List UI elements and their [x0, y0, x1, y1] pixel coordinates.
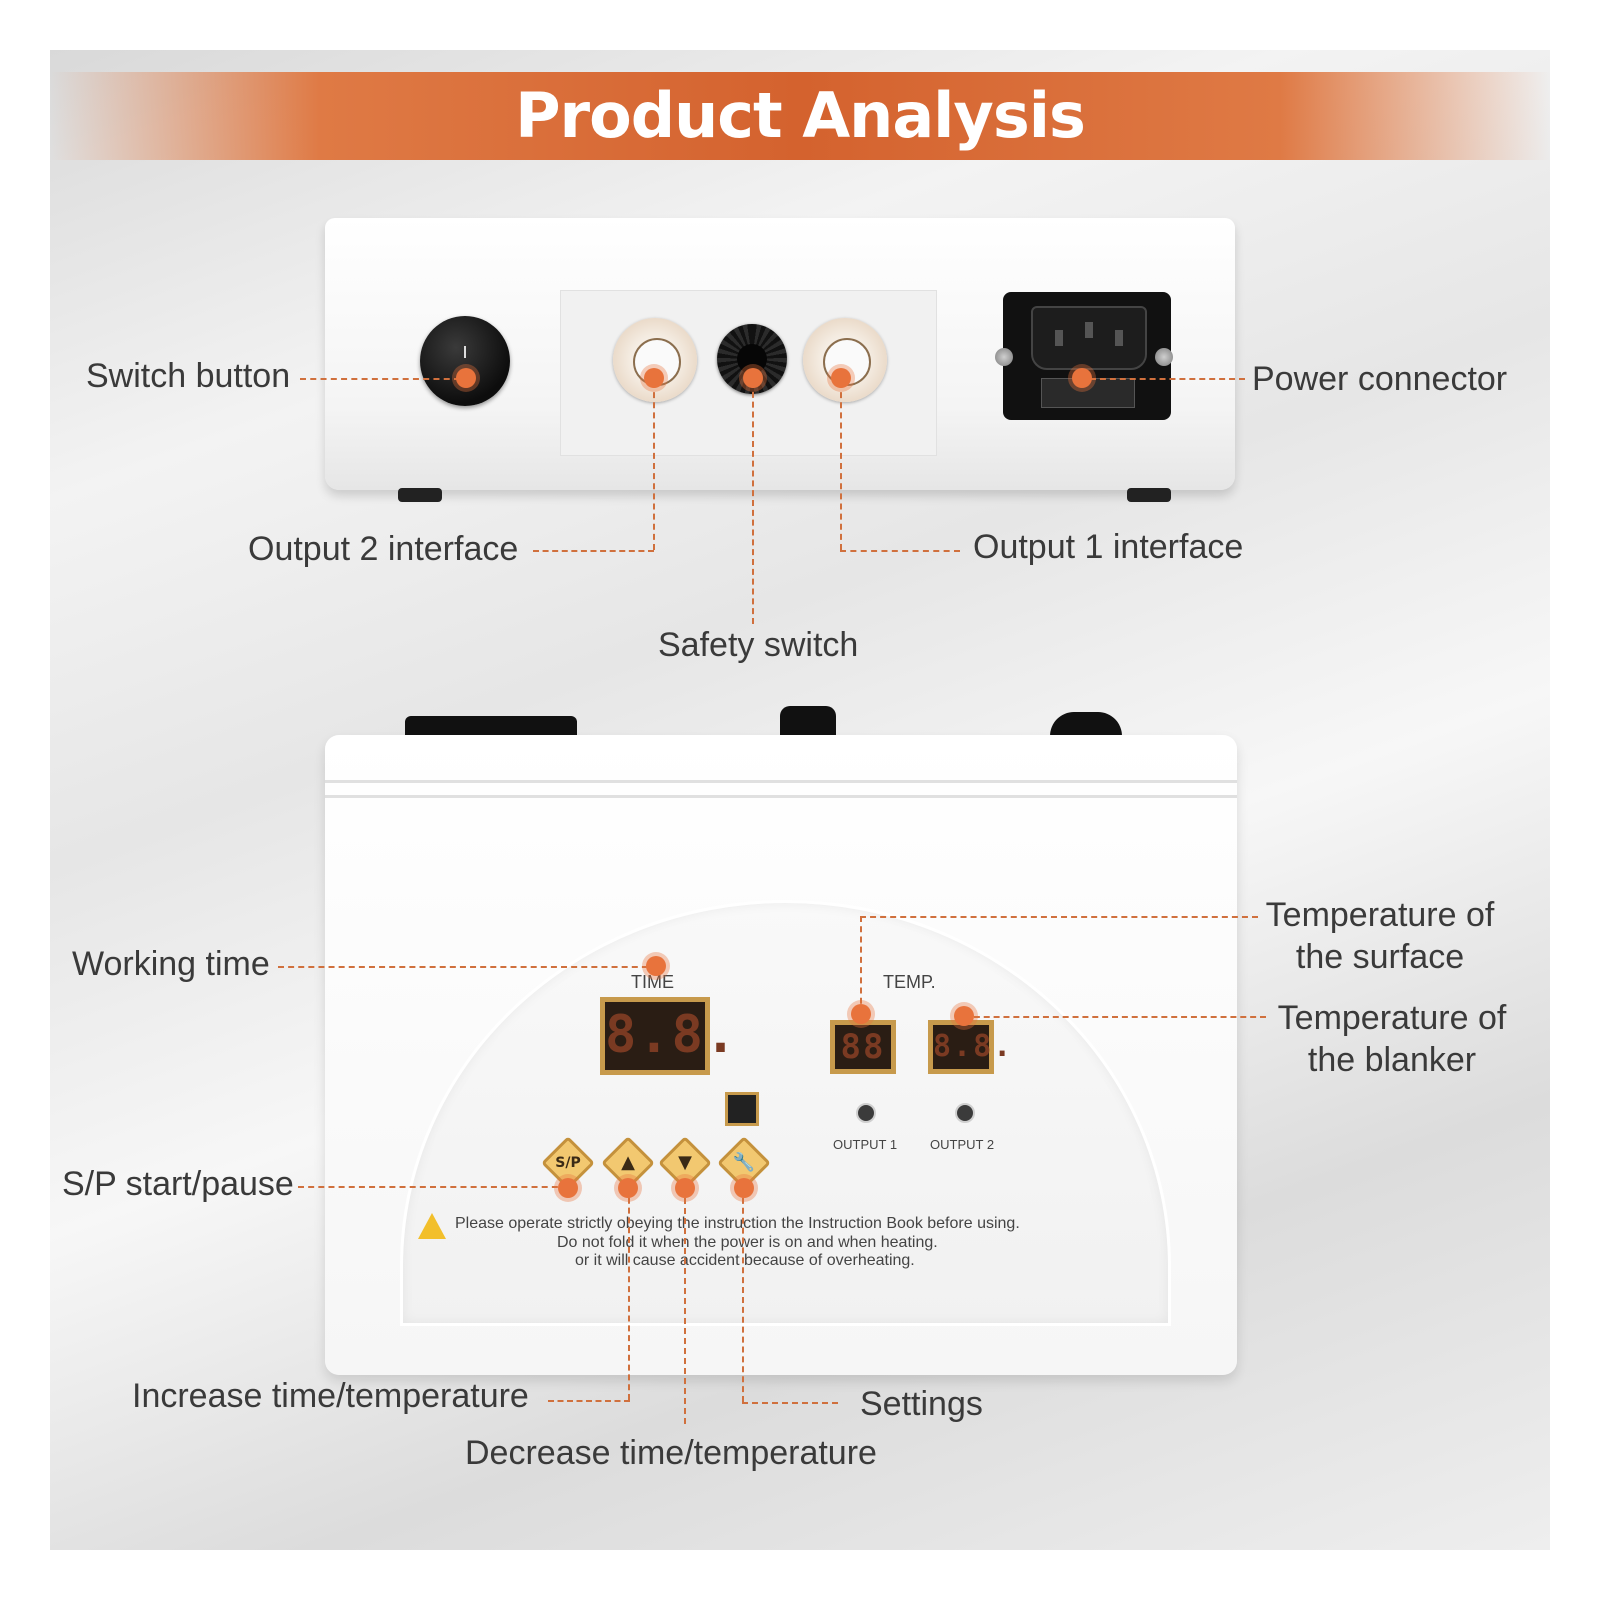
marker-switch — [456, 368, 476, 388]
increase-button[interactable]: ▲ — [601, 1136, 655, 1190]
label-working-time: Working time — [72, 945, 270, 983]
marker-decrease — [675, 1178, 695, 1198]
leader-output1-v — [840, 382, 842, 550]
leader-blanker — [964, 1016, 1266, 1018]
rear-foot-right — [1127, 488, 1171, 502]
warning-line-1: Please operate strictly obeying the inst… — [455, 1215, 1020, 1232]
marker-surface — [851, 1004, 871, 1024]
marker-output1 — [831, 368, 851, 388]
warning-icon — [418, 1213, 446, 1239]
settings-button[interactable]: 🔧 — [717, 1136, 771, 1190]
leader-safety — [752, 382, 754, 624]
wrench-icon: 🔧 — [732, 1152, 756, 1173]
marker-working-time — [646, 956, 666, 976]
page-title: Product Analysis — [515, 79, 1086, 152]
top-rocker — [1050, 712, 1122, 736]
label-output1-interface: Output 1 interface — [973, 528, 1244, 566]
power-indicator-button[interactable] — [725, 1092, 759, 1126]
output2-socket[interactable] — [613, 318, 697, 402]
label-sp-start-pause: S/P start/pause — [62, 1165, 294, 1203]
decrease-button[interactable]: ▼ — [658, 1136, 712, 1190]
top-power-inlet — [405, 716, 577, 738]
leader-output1-h — [840, 550, 960, 552]
marker-blanker — [954, 1006, 974, 1026]
warning-line-3: or it will cause accident because of ove… — [575, 1252, 915, 1269]
leader-surface-v — [860, 916, 862, 1014]
rear-foot-left — [398, 488, 442, 502]
marker-sp — [558, 1178, 578, 1198]
label-increase: Increase time/temperature — [132, 1377, 529, 1415]
marker-power — [1072, 368, 1092, 388]
output2-led — [955, 1103, 975, 1123]
top-safety-knob — [780, 706, 836, 736]
leader-sp — [298, 1186, 568, 1188]
leader-output2-h — [533, 550, 654, 552]
label-output2-interface: Output 2 interface — [248, 530, 519, 568]
output2-label: OUTPUT 2 — [930, 1137, 995, 1152]
leader-switch — [300, 378, 460, 380]
power-inlet-receptacle — [1031, 306, 1147, 370]
output1-led — [856, 1103, 876, 1123]
down-arrow-icon: ▼ — [678, 1152, 692, 1173]
warning-line-2: Do not fold it when the power is on and … — [557, 1234, 938, 1251]
leader-increase-h — [548, 1400, 630, 1402]
leader-settings-v — [742, 1188, 744, 1402]
label-switch-button: Switch button — [86, 357, 291, 395]
leader-power — [1090, 378, 1245, 380]
leader-settings-h — [742, 1402, 838, 1404]
power-inlet[interactable] — [1003, 292, 1171, 420]
label-safety-switch: Safety switch — [658, 626, 859, 664]
marker-output2 — [644, 368, 664, 388]
label-power-connector: Power connector — [1252, 360, 1508, 398]
rocker-mark — [464, 346, 466, 358]
output1-socket[interactable] — [803, 318, 887, 402]
screw-left — [995, 348, 1013, 366]
rocker-switch[interactable] — [420, 316, 510, 406]
marker-increase — [618, 1178, 638, 1198]
screw-right — [1155, 348, 1173, 366]
up-arrow-icon: ▲ — [621, 1152, 635, 1173]
label-decrease: Decrease time/temperature — [465, 1434, 877, 1472]
title-banner — [50, 72, 1550, 160]
marker-settings — [734, 1178, 754, 1198]
sp-button[interactable]: S/P — [541, 1136, 595, 1190]
rear-panel — [325, 218, 1235, 490]
leader-decrease — [684, 1188, 686, 1424]
label-settings: Settings — [860, 1385, 983, 1423]
label-temp-surface: Temperature of the surface — [1265, 896, 1495, 976]
surface-temp-display: 88 — [830, 1020, 896, 1074]
leader-surface-h — [860, 916, 1258, 918]
leader-increase-v — [628, 1188, 630, 1400]
label-temp-blanker: Temperature of the blanker — [1277, 999, 1507, 1079]
leader-working-time — [278, 966, 658, 968]
time-display: 8.8. — [600, 997, 736, 1075]
time-label: TIME — [631, 972, 674, 992]
temp-label: TEMP. — [883, 972, 936, 992]
front-unit: TIME TEMP. 8.8. 88 8.8. OUTPUT 1 OUTPUT … — [325, 735, 1237, 1375]
output1-label: OUTPUT 1 — [833, 1137, 898, 1152]
blanker-temp-display: 8.8. — [928, 1020, 1011, 1074]
leader-output2-v — [653, 382, 655, 550]
marker-safety — [743, 368, 763, 388]
